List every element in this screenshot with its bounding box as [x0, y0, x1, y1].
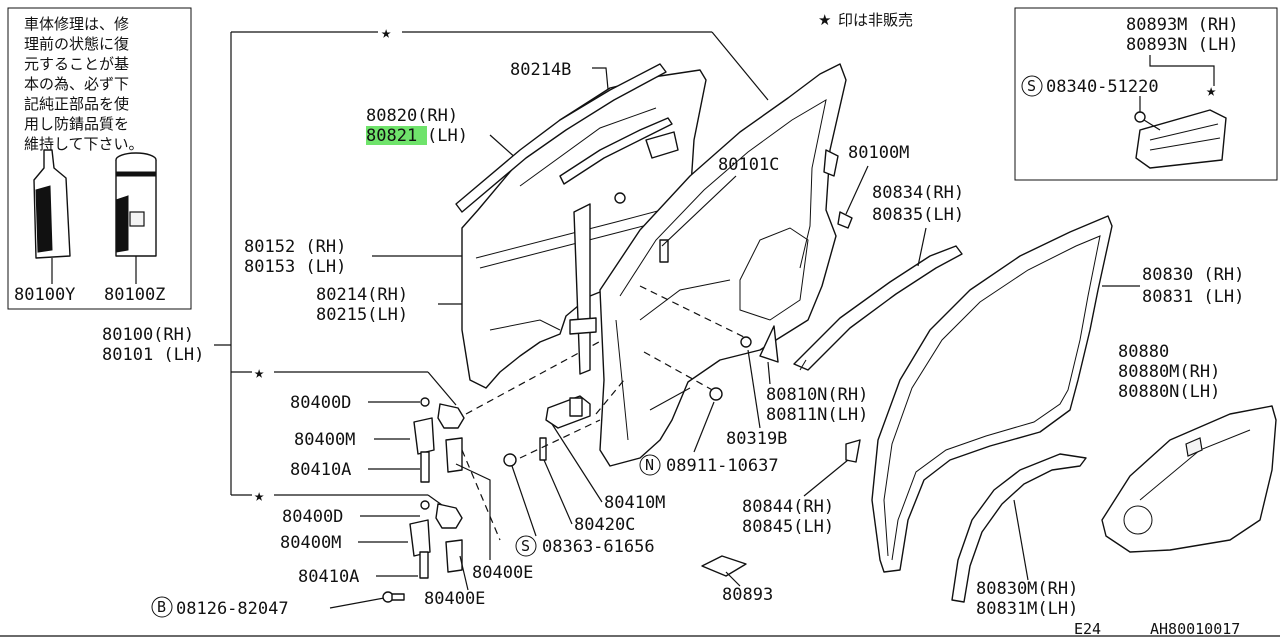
not-sold-legend: ★ 印は非販売	[818, 11, 913, 29]
bracket-tree: ★ ★ ★	[214, 23, 769, 506]
part-label-80830: 80830 (RH)	[1142, 265, 1244, 285]
fastener-label-08911-10637: 08911-10637	[666, 456, 779, 476]
bolt-b-assembly: B 08126-82047	[151, 591, 405, 619]
part-label-80410A-upper: 80410A	[290, 460, 351, 480]
part-label-80100: 80100(RH)	[102, 325, 194, 345]
part-label-80893: 80893	[722, 585, 773, 605]
fastener-label-08126-82047: 08126-82047	[176, 599, 289, 619]
repair-note-line-6: 用し防錆品質を	[24, 115, 129, 133]
repair-note-box: 車体修理は、修 理前の状態に復 元することが基 本の為、必ず下 記純正部品を使 …	[7, 7, 192, 310]
repair-note-line-7: 維持して下さい。	[24, 135, 144, 153]
belt-moulding	[793, 245, 963, 371]
part-label-80214: 80214(RH)	[316, 285, 408, 305]
screw-mark-s: S	[521, 537, 530, 555]
part-label-80844: 80844(RH)	[742, 497, 834, 517]
corner-trim	[759, 325, 779, 363]
part-label-80811N: 80811N(LH)	[766, 405, 868, 425]
screw-icon	[1134, 111, 1161, 131]
not-sold-text: 印は非販売	[838, 11, 913, 29]
part-label-80880: 80880	[1118, 342, 1169, 362]
part-label-80410M: 80410M	[604, 493, 665, 513]
spray-can-icon	[115, 152, 157, 284]
part-label-80400D-upper: 80400D	[290, 393, 351, 413]
fastener-label-08340-51220: 08340-51220	[1046, 77, 1159, 97]
repair-note-line-5: 記純正部品を使	[24, 95, 129, 113]
bumper-80100M	[837, 211, 853, 229]
part-label-80880N: 80880N(LH)	[1118, 382, 1220, 402]
fastener-label-08363-61656: 08363-61656	[542, 537, 655, 557]
screw-mark-s2: S	[1027, 77, 1036, 95]
part-label-80810N: 80810N(RH)	[766, 385, 868, 405]
window-channel-top	[455, 63, 673, 213]
part-label-80100M: 80100M	[848, 143, 909, 163]
footer-ref: AH80010017	[1150, 620, 1240, 638]
part-label-80153: 80153 (LH)	[244, 257, 346, 277]
part-label-80152: 80152 (RH)	[244, 237, 346, 257]
part-label-80101: 80101 (LH)	[102, 345, 204, 365]
part-label-80100Y: 80100Y	[14, 285, 75, 305]
part-label-80101C: 80101C	[718, 155, 779, 175]
part-label-80319B: 80319B	[726, 429, 787, 449]
highlight-80821	[366, 126, 427, 145]
part-label-80420C: 80420C	[574, 515, 635, 535]
star-mark-top: ★	[381, 23, 391, 43]
part-label-80400E-upper: 80400E	[472, 563, 533, 583]
part-label-80880M: 80880M(RH)	[1118, 362, 1220, 382]
lower-hinge-assembly: 80400D 80400M 80410A 80400E 80400E	[280, 463, 533, 609]
inset-box: 80893M (RH) 80893N (LH) S 08340-51220 ★	[1014, 7, 1278, 181]
check-link-assembly	[503, 285, 751, 467]
part-label-80893M: 80893M (RH)	[1126, 15, 1239, 35]
star-mark-mid: ★	[254, 363, 264, 383]
inset-star: ★	[1206, 81, 1216, 101]
part-label-80821-number: 80821	[366, 126, 417, 146]
clip-N	[709, 387, 723, 401]
part-label-80400D-lower: 80400D	[282, 507, 343, 527]
part-label-80214B: 80214B	[510, 60, 571, 80]
repair-note-line-4: 本の為、必ず下	[24, 75, 129, 93]
door-inner-frame	[599, 63, 847, 467]
repair-note-line-3: 元することが基	[24, 55, 129, 73]
part-label-80820: 80820(RH)	[366, 106, 458, 126]
sealant-tube-icon	[33, 149, 71, 284]
lower-weatherstrip	[951, 453, 1087, 603]
center-channel	[569, 192, 626, 375]
label-80893	[701, 555, 747, 577]
footer-code: E24	[1074, 620, 1101, 638]
part-label-80400M-lower: 80400M	[280, 533, 341, 553]
clip-80319B	[740, 336, 752, 348]
part-label-80830M: 80830M(RH)	[976, 579, 1078, 599]
not-sold-star: ★	[818, 11, 831, 29]
part-label-80215: 80215(LH)	[316, 305, 408, 325]
part-label-80893N: 80893N (LH)	[1126, 35, 1239, 55]
part-label-80831M: 80831M(LH)	[976, 599, 1078, 619]
part-label-80845: 80845(LH)	[742, 517, 834, 537]
part-label-80100Z: 80100Z	[104, 285, 165, 305]
repair-note-line-1: 車体修理は、修	[24, 15, 129, 33]
door-weatherstrip	[871, 215, 1113, 573]
part-label-80831: 80831 (LH)	[1142, 287, 1244, 307]
repair-note-line-2: 理前の状態に復	[24, 35, 129, 53]
clip-80844	[845, 439, 861, 463]
part-label-80835: 80835(LH)	[872, 205, 964, 225]
part-label-80834: 80834(RH)	[872, 183, 964, 203]
bolt-mark-b: B	[157, 598, 166, 616]
star-mark-low: ★	[254, 486, 264, 506]
nut-mark-n: N	[645, 456, 654, 474]
part-label-80400E-lower: 80400E	[424, 589, 485, 609]
part-label-80410A-lower: 80410A	[298, 567, 359, 587]
door-trim-panel	[1101, 405, 1277, 553]
part-label-80821-side: (LH)	[427, 126, 468, 146]
step-garnish-part	[1135, 109, 1227, 169]
part-label-80400M-upper: 80400M	[294, 430, 355, 450]
